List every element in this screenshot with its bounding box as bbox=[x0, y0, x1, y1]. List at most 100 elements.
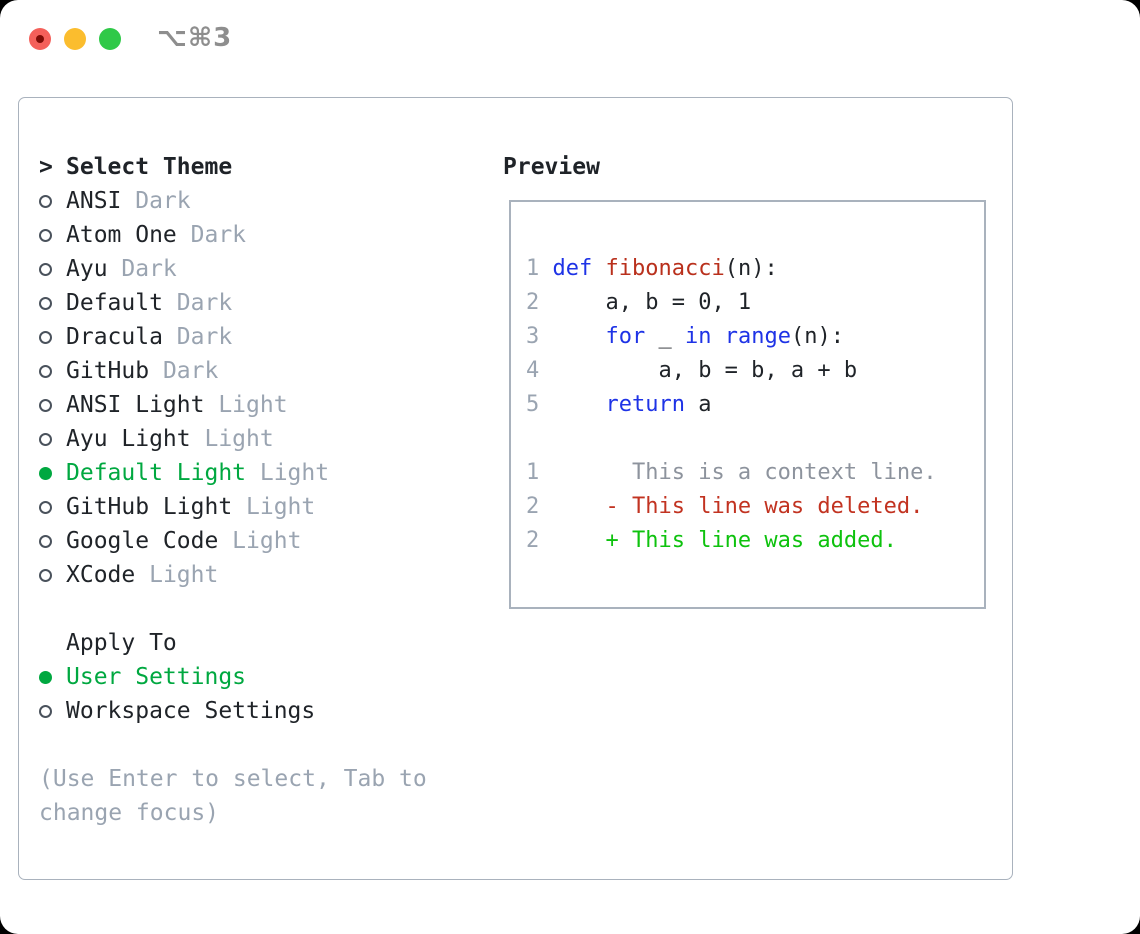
theme-menu-header-row: >Select Theme bbox=[39, 150, 503, 184]
code-token: (n): bbox=[790, 324, 844, 349]
radio-slot bbox=[39, 398, 66, 412]
theme-variant-label: Dark bbox=[107, 256, 177, 282]
theme-variant-label: Dark bbox=[121, 188, 191, 214]
theme-option-default-light[interactable]: Default Light Light bbox=[39, 456, 503, 490]
line-number: 1 bbox=[526, 256, 553, 281]
theme-option-ansi-light[interactable]: ANSI Light Light bbox=[39, 388, 503, 422]
preview-blank-line bbox=[526, 422, 984, 456]
radio-slot bbox=[39, 262, 66, 276]
theme-option-github-light[interactable]: GitHub Light Light bbox=[39, 490, 503, 524]
close-button[interactable] bbox=[29, 27, 51, 50]
theme-option-atom-one[interactable]: Atom One Dark bbox=[39, 218, 503, 252]
code-token: _ bbox=[645, 324, 685, 349]
theme-option-dracula[interactable]: Dracula Dark bbox=[39, 320, 503, 354]
keyword-token: for bbox=[605, 324, 646, 349]
line-number: 2 bbox=[526, 528, 553, 553]
theme-option-label: Ayu Light bbox=[66, 426, 191, 452]
spacer bbox=[39, 592, 503, 626]
code-token: a, b = b, a + b bbox=[552, 358, 858, 383]
preview-column: Preview 1 def fibonacci(n): 2 a, b = 0, 1… bbox=[503, 150, 1012, 609]
theme-option-label: Default bbox=[66, 290, 163, 316]
theme-option-google-code[interactable]: Google Code Light bbox=[39, 524, 503, 558]
preview-box: 1 def fibonacci(n): 2 a, b = 0, 1 3 for _ … bbox=[509, 200, 986, 609]
code-token: a, b = 0, 1 bbox=[552, 290, 752, 315]
radio-slot bbox=[39, 296, 66, 310]
radio-unselected-icon bbox=[39, 432, 52, 446]
theme-option-xcode[interactable]: XCode Light bbox=[39, 558, 503, 592]
preview-line: 2 - This line was deleted. bbox=[526, 490, 984, 524]
context-line-token: This is a context line. bbox=[552, 460, 937, 485]
zoom-button[interactable] bbox=[99, 27, 121, 50]
theme-option-github[interactable]: GitHub Dark bbox=[39, 354, 503, 388]
theme-variant-label: Light bbox=[232, 494, 316, 520]
radio-slot bbox=[39, 466, 66, 480]
theme-variant-label: Light bbox=[218, 528, 302, 554]
theme-option-ansi[interactable]: ANSI Dark bbox=[39, 184, 503, 218]
apply-to-header-row: Apply To bbox=[39, 626, 503, 660]
theme-variant-label: Dark bbox=[176, 222, 247, 248]
radio-slot bbox=[39, 704, 66, 718]
radio-unselected-icon bbox=[39, 534, 52, 548]
preview-line: 1 def fibonacci(n): bbox=[526, 252, 984, 286]
theme-option-label: ANSI bbox=[66, 188, 122, 214]
radio-unselected-icon bbox=[39, 568, 52, 582]
radio-unselected-icon bbox=[39, 296, 52, 310]
line-number: 5 bbox=[526, 392, 553, 417]
keyword-token: return bbox=[605, 392, 685, 417]
theme-option-label: ANSI Light bbox=[66, 392, 205, 418]
theme-option-ayu-light[interactable]: Ayu Light Light bbox=[39, 422, 503, 456]
theme-variant-label: Light bbox=[135, 562, 219, 588]
apply-option-label: User Settings bbox=[66, 664, 247, 690]
radio-slot bbox=[39, 432, 66, 446]
keyword-token: def bbox=[552, 256, 593, 281]
close-dot-icon bbox=[36, 34, 44, 43]
theme-variant-label: Dark bbox=[149, 358, 219, 384]
radio-slot bbox=[39, 194, 66, 208]
theme-variant-label: Dark bbox=[162, 290, 233, 316]
radio-slot bbox=[39, 364, 66, 378]
code-token bbox=[553, 392, 606, 417]
code-token: a bbox=[684, 392, 712, 417]
line-number: 2 bbox=[526, 494, 553, 519]
line-number: 4 bbox=[526, 358, 553, 383]
preview-line: 2 + This line was added. bbox=[526, 524, 984, 558]
line-number: 1 bbox=[526, 460, 553, 485]
radio-unselected-icon bbox=[39, 704, 52, 718]
minimize-button[interactable] bbox=[64, 27, 86, 50]
line-number: 3 bbox=[526, 324, 553, 349]
theme-option-default[interactable]: Default Dark bbox=[39, 286, 503, 320]
theme-option-label: Default Light bbox=[66, 460, 247, 486]
apply-option-user-settings[interactable]: User Settings bbox=[39, 660, 503, 694]
theme-option-label: GitHub bbox=[66, 358, 150, 384]
title-bar: ⌥⌘3 bbox=[29, 23, 233, 53]
apply-option-workspace-settings[interactable]: Workspace Settings bbox=[39, 694, 503, 728]
preview-title: Preview bbox=[503, 154, 600, 180]
keyboard-hint-line2: change focus) bbox=[39, 800, 220, 826]
spacer bbox=[39, 728, 503, 762]
apply-option-label: Workspace Settings bbox=[66, 698, 316, 724]
theme-option-label: Ayu bbox=[66, 256, 108, 282]
radio-unselected-icon bbox=[39, 500, 52, 514]
added-line-token: + This line was added. bbox=[552, 528, 897, 553]
theme-variant-label: Light bbox=[246, 460, 330, 486]
radio-slot bbox=[39, 568, 66, 582]
preview-line: 3 for _ in range(n): bbox=[526, 320, 984, 354]
preview-line: 4 a, b = b, a + b bbox=[526, 354, 984, 388]
keyword-token: in bbox=[684, 324, 712, 349]
radio-unselected-icon bbox=[39, 398, 52, 412]
line-number: 2 bbox=[526, 290, 553, 315]
code-token bbox=[711, 324, 724, 349]
radio-unselected-icon bbox=[39, 262, 52, 276]
window-title: ⌥⌘3 bbox=[157, 23, 233, 53]
radio-unselected-icon bbox=[39, 194, 52, 208]
radio-slot bbox=[39, 534, 66, 548]
code-token bbox=[553, 324, 606, 349]
radio-unselected-icon bbox=[39, 330, 52, 344]
theme-option-label: GitHub Light bbox=[66, 494, 233, 520]
apply-to-title: Apply To bbox=[66, 630, 177, 656]
theme-option-ayu[interactable]: Ayu Dark bbox=[39, 252, 503, 286]
